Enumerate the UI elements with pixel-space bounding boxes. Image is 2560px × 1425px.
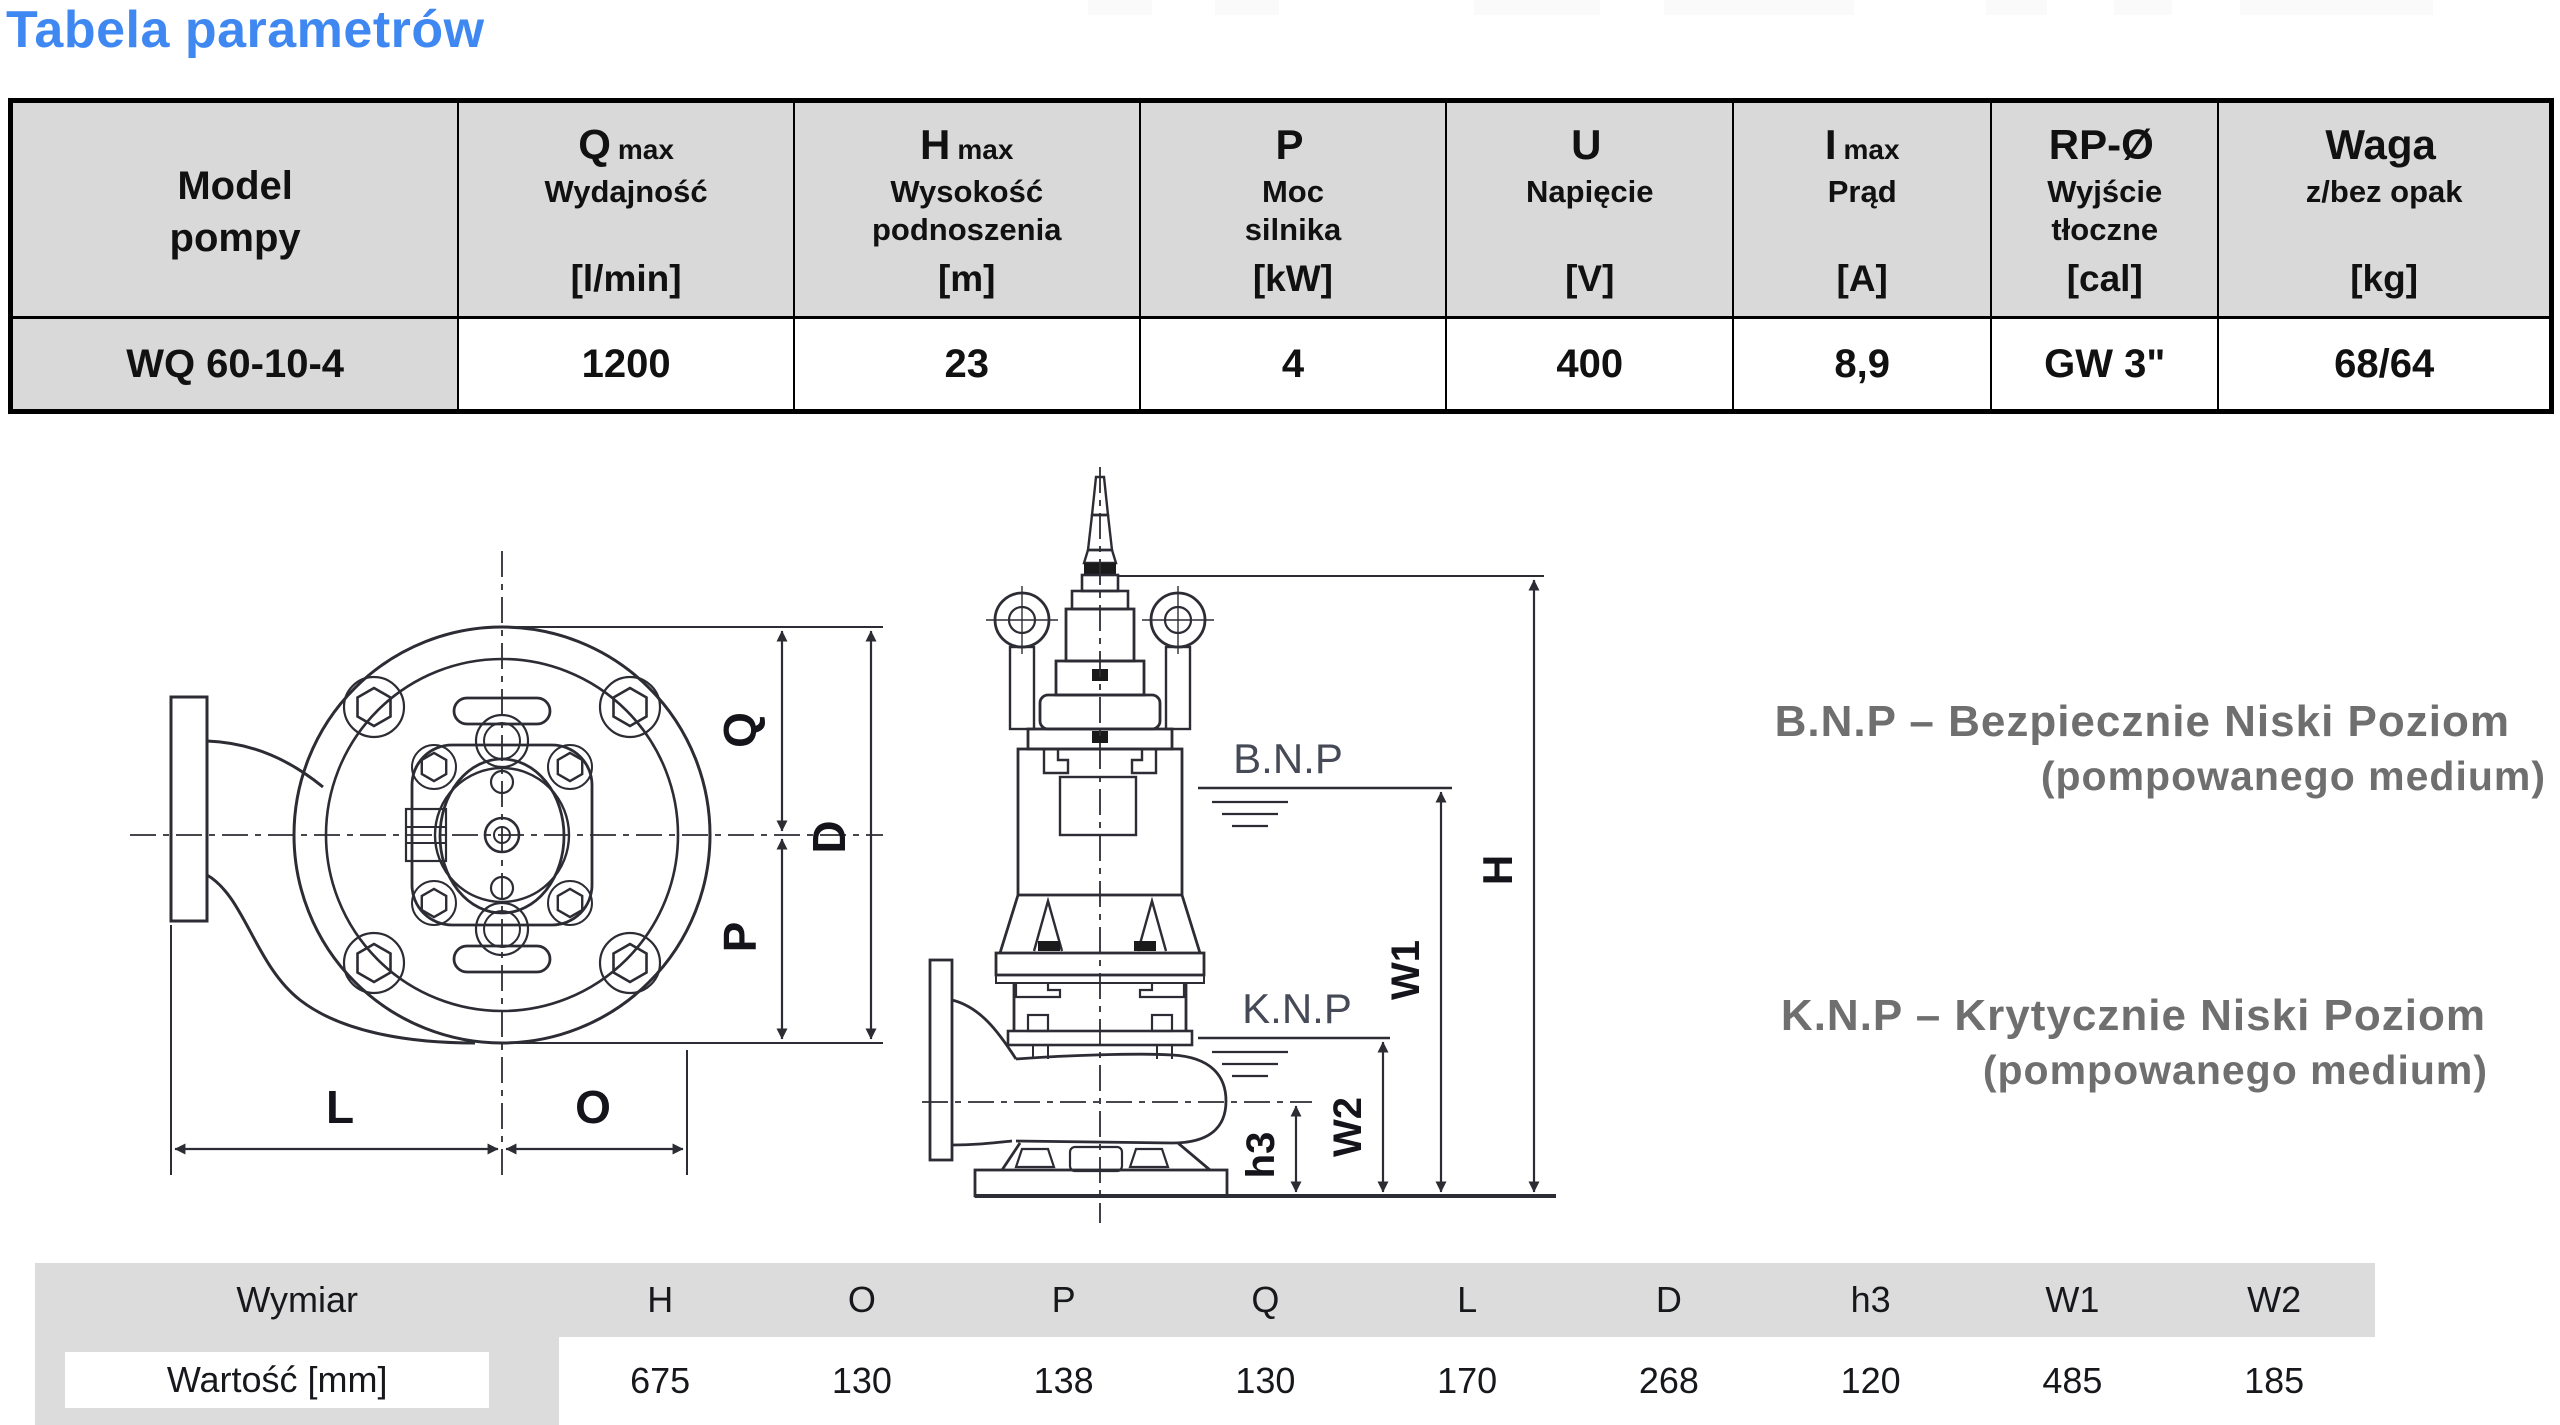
dims-value-d: 268 <box>1568 1337 1770 1425</box>
dims-value-label: Wartość [mm] <box>65 1352 490 1408</box>
dims-header-d: D <box>1568 1263 1770 1337</box>
cropped-top-fragment <box>1664 0 1854 15</box>
column-header-weight: Waga z/bez opak [kg] <box>2219 103 2549 319</box>
dims-header-h3: h3 <box>1769 1263 1972 1337</box>
value-voltage: 400 <box>1447 319 1735 409</box>
value-qmax: 1200 <box>459 319 795 409</box>
dim-label-o: O <box>575 1081 611 1133</box>
dims-header-o: O <box>761 1263 963 1337</box>
legend-knp-line1: K.N.P – Krytycznie Niski Poziom <box>1780 991 2486 1040</box>
dim-label-w2: W2 <box>1326 1097 1370 1157</box>
legend-bnp: B.N.P – Bezpiecznie Niski Poziom (pompow… <box>1775 694 2546 804</box>
cropped-top-fragment <box>2240 0 2433 15</box>
cropped-top-fragment <box>1986 0 2047 15</box>
cropped-top-fragment <box>2114 0 2172 15</box>
value-weight: 68/64 <box>2219 319 2549 409</box>
dims-value-label-cell: Wartość [mm] <box>35 1337 560 1425</box>
dim-label-q: Q <box>714 712 766 748</box>
bnp-level-label: B.N.P <box>1233 735 1343 782</box>
dims-value-h3: 120 <box>1769 1337 1972 1425</box>
knp-level-label: K.N.P <box>1242 985 1352 1032</box>
cropped-top-fragment <box>1088 0 1152 15</box>
dims-header-w2: W2 <box>2173 1263 2375 1337</box>
dims-header-h: H <box>559 1263 762 1337</box>
pump-front-view-drawing: Q D P L O <box>95 545 905 1245</box>
value-outlet: GW 3" <box>1992 319 2220 409</box>
dims-header-l: L <box>1366 1263 1569 1337</box>
cropped-top-fragment <box>1215 0 1279 15</box>
cropped-top-fragment <box>1474 0 1600 15</box>
legend-knp: K.N.P – Krytycznie Niski Poziom (pompowa… <box>1781 988 2488 1098</box>
legend-bnp-line2: (pompowanego medium) <box>2040 753 2546 799</box>
dims-header-p: P <box>962 1263 1165 1337</box>
dim-label-l: L <box>326 1081 354 1133</box>
dims-value-w2: 185 <box>2173 1337 2375 1425</box>
dim-label-w1: W1 <box>1384 940 1428 1000</box>
dims-value-p: 138 <box>962 1337 1165 1425</box>
dims-value-q: 130 <box>1164 1337 1367 1425</box>
dim-label-h3: h3 <box>1239 1132 1283 1179</box>
value-hmax: 23 <box>794 319 1141 409</box>
column-header-model: Model pompy <box>13 103 460 319</box>
dims-header-w1: W1 <box>1971 1263 2174 1337</box>
value-current: 8,9 <box>1734 319 1993 409</box>
legend-bnp-line1: B.N.P – Bezpiecznie Niski Poziom <box>1774 697 2510 746</box>
dim-label-d: D <box>803 820 855 853</box>
dims-value-h: 675 <box>559 1337 762 1425</box>
pump-model-cell: WQ 60-10-4 <box>13 319 460 409</box>
legend-knp-line2: (pompowanego medium) <box>1982 1047 2488 1093</box>
column-header-voltage: U Napięcie [V] <box>1447 103 1735 319</box>
dims-value-l: 170 <box>1366 1337 1569 1425</box>
value-power: 4 <box>1140 319 1448 409</box>
pump-side-view-drawing: B.N.P K.N.P h3 W2 W1 H <box>920 455 1580 1255</box>
dims-header-q: Q <box>1164 1263 1367 1337</box>
dims-value-o: 130 <box>761 1337 963 1425</box>
dimensions-table: Wymiar H O P Q L D h3 W1 W2 Wartość [mm]… <box>35 1263 2375 1425</box>
dim-label-p: P <box>714 922 766 953</box>
dims-value-w1: 485 <box>1971 1337 2174 1425</box>
dim-label-h: H <box>1474 855 1521 885</box>
dims-header-label: Wymiar <box>35 1263 560 1337</box>
page-title: Tabela parametrów <box>6 1 485 59</box>
